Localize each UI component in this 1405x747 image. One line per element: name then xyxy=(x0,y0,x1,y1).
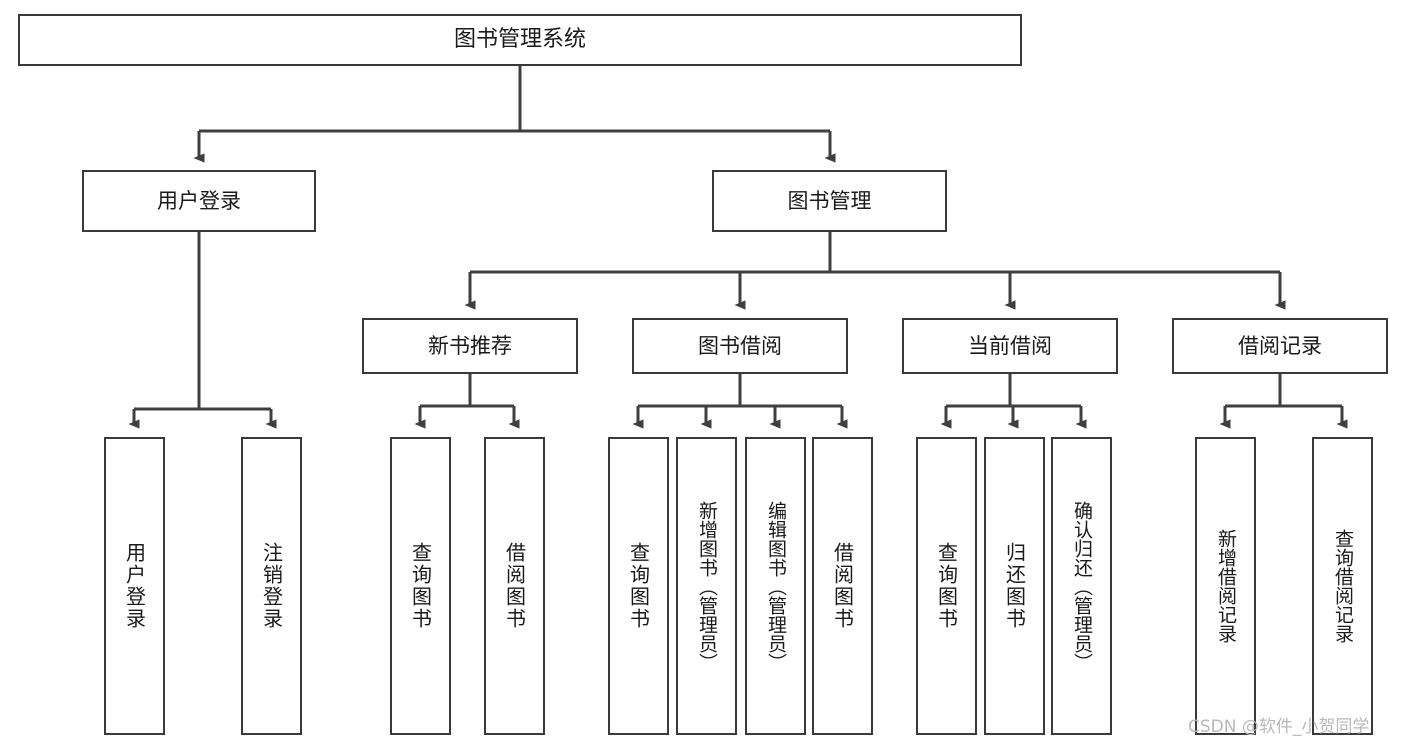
node-book-management-label: 图书管理 xyxy=(787,188,872,213)
leaf-borrow-query-book-label: 查询图书 xyxy=(626,542,651,630)
leaf-current-return-book-label: 归还图书 xyxy=(1002,542,1027,630)
node-root-label: 图书管理系统 xyxy=(453,27,586,53)
leaf-user-login-logout-label: 注销登录 xyxy=(259,542,284,630)
leaf-borrow-query-book[interactable]: 查询图书 xyxy=(608,437,669,735)
node-root[interactable]: 图书管理系统 xyxy=(18,14,1022,66)
leaf-user-login-logout[interactable]: 注销登录 xyxy=(241,437,302,735)
node-current-borrow[interactable]: 当前借阅 xyxy=(902,318,1118,374)
node-borrow-record-label: 借阅记录 xyxy=(1238,333,1322,358)
leaf-borrow-borrow-book-label: 借阅图书 xyxy=(830,542,855,630)
watermark: CSDN @软件_小贺同学 xyxy=(1188,717,1370,737)
leaf-user-login-login[interactable]: 用户登录 xyxy=(104,437,165,735)
leaf-record-query-record[interactable]: 查询借阅记录 xyxy=(1312,437,1373,735)
node-current-borrow-label: 当前借阅 xyxy=(968,333,1052,358)
leaf-recommend-query-book[interactable]: 查询图书 xyxy=(390,437,451,735)
leaf-borrow-add-book[interactable]: 新增图书（管理员） xyxy=(676,437,737,735)
node-user-login[interactable]: 用户登录 xyxy=(82,170,316,232)
leaf-borrow-edit-book-label: 编辑图书（管理员） xyxy=(765,500,787,672)
leaf-current-query-book[interactable]: 查询图书 xyxy=(916,437,977,735)
leaf-current-return-book[interactable]: 归还图书 xyxy=(984,437,1045,735)
node-borrow-record[interactable]: 借阅记录 xyxy=(1172,318,1388,374)
node-new-book-recommend-label: 新书推荐 xyxy=(428,333,512,358)
leaf-user-login-login-label: 用户登录 xyxy=(122,542,147,630)
node-book-borrow[interactable]: 图书借阅 xyxy=(632,318,848,374)
node-book-borrow-label: 图书借阅 xyxy=(698,333,782,358)
leaf-current-query-book-label: 查询图书 xyxy=(934,542,959,630)
leaf-borrow-edit-book[interactable]: 编辑图书（管理员） xyxy=(745,437,806,735)
node-new-book-recommend[interactable]: 新书推荐 xyxy=(362,318,578,374)
leaf-recommend-borrow-book[interactable]: 借阅图书 xyxy=(484,437,545,735)
leaf-record-add-record-label: 新增借阅记录 xyxy=(1215,529,1237,643)
leaf-record-add-record[interactable]: 新增借阅记录 xyxy=(1195,437,1256,735)
node-user-login-label: 用户登录 xyxy=(157,188,241,213)
leaf-recommend-borrow-book-label: 借阅图书 xyxy=(502,542,527,630)
leaf-record-query-record-label: 查询借阅记录 xyxy=(1332,529,1354,643)
leaf-recommend-query-book-label: 查询图书 xyxy=(408,542,433,630)
node-book-management[interactable]: 图书管理 xyxy=(712,170,947,232)
leaf-borrow-add-book-label: 新增图书（管理员） xyxy=(696,500,718,672)
leaf-current-confirm-return-label: 确认归还（管理员） xyxy=(1071,500,1093,672)
leaf-current-confirm-return[interactable]: 确认归还（管理员） xyxy=(1051,437,1112,735)
leaf-borrow-borrow-book[interactable]: 借阅图书 xyxy=(812,437,873,735)
